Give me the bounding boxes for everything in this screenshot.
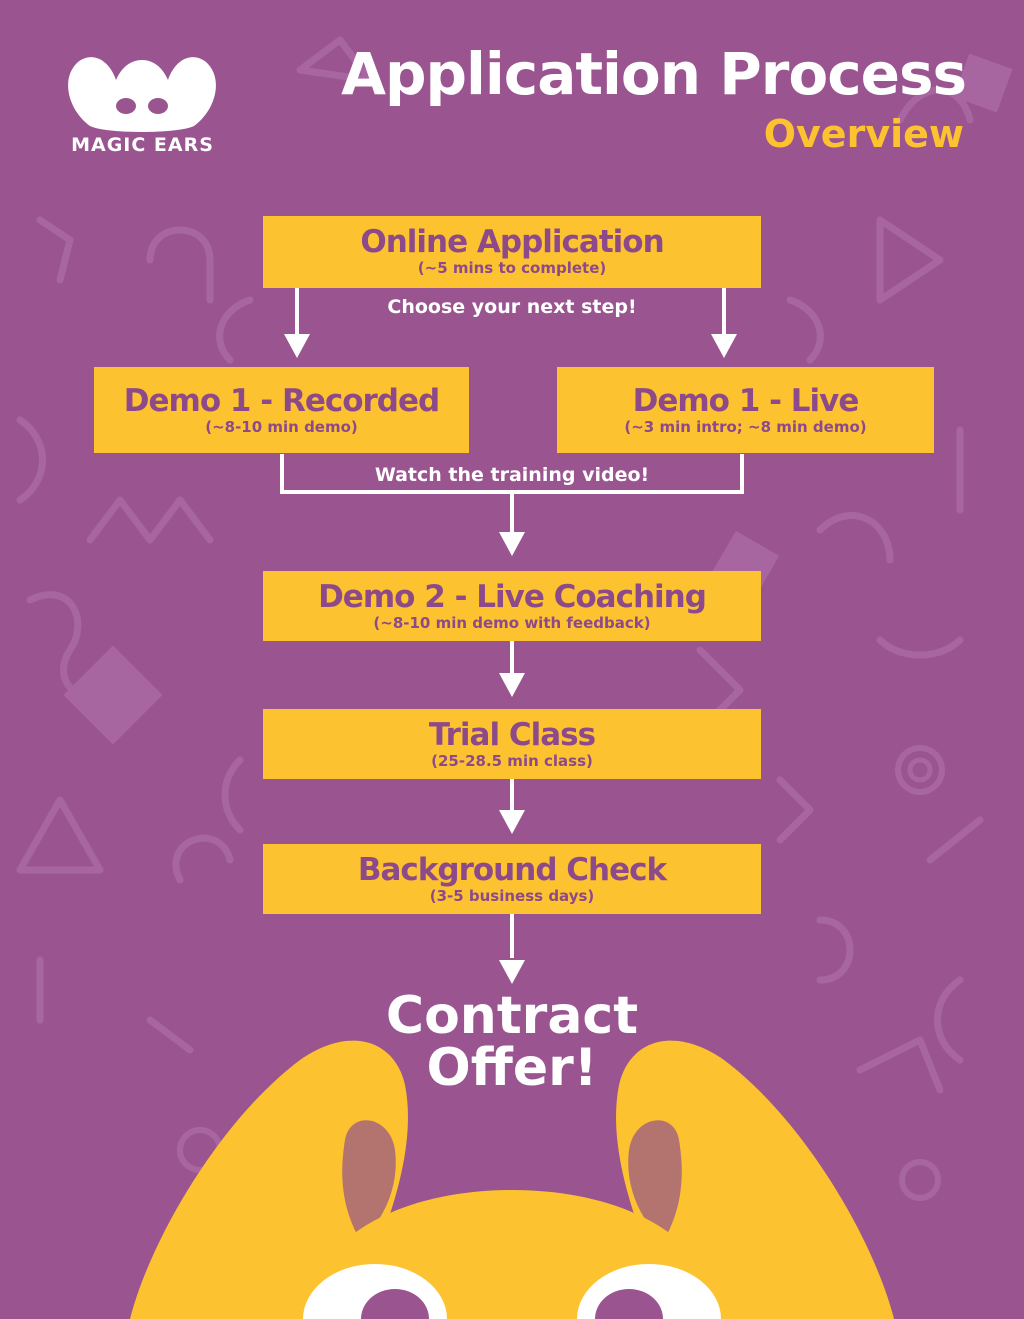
arrowhead-demo2 <box>499 532 525 556</box>
step-detail: (~3 min intro; ~8 min demo) <box>624 418 867 436</box>
magic-ears-logo: MAGIC EARS <box>50 48 235 163</box>
step-detail: (~5 mins to complete) <box>417 259 607 277</box>
step-detail: (3-5 business days) <box>429 887 595 905</box>
arrowhead-recorded <box>284 334 310 358</box>
left-ear-inner <box>342 1120 396 1240</box>
step-demo2-live-coaching: Demo 2 - Live Coaching (~8-10 min demo w… <box>263 571 761 641</box>
step-title: Demo 1 - Recorded <box>123 383 440 419</box>
step-detail: (~8-10 min demo) <box>205 418 358 436</box>
bunny-logo-icon <box>68 57 216 132</box>
right-ear-inner <box>628 1120 682 1240</box>
arrowhead-background <box>499 810 525 834</box>
page-title: Application Process <box>341 40 967 108</box>
step-title: Demo 2 - Live Coaching <box>318 579 707 615</box>
step-trial-class: Trial Class (25-28.5 min class) <box>263 709 761 779</box>
step-online-application: Online Application (~5 mins to complete) <box>263 216 761 288</box>
arrowhead-live <box>711 334 737 358</box>
step-title: Demo 1 - Live <box>632 383 860 419</box>
note-choose-next-step: Choose your next step! <box>387 296 637 318</box>
arrowhead-offer <box>499 960 525 984</box>
step-demo1-recorded: Demo 1 - Recorded (~8-10 min demo) <box>94 367 469 453</box>
final-line-1: Contract <box>385 986 639 1046</box>
final-line-2: Offer! <box>426 1038 598 1098</box>
step-detail: (~8-10 min demo with feedback) <box>373 614 651 632</box>
step-background-check: Background Check (3-5 business days) <box>263 844 761 914</box>
step-demo1-live: Demo 1 - Live (~3 min intro; ~8 min demo… <box>557 367 934 453</box>
left-pupil <box>361 1289 429 1319</box>
note-watch-training-video: Watch the training video! <box>374 464 650 486</box>
logo-wordmark: MAGIC EARS <box>71 134 214 156</box>
page-subtitle: Overview <box>763 112 964 156</box>
step-title: Online Application <box>360 224 664 260</box>
arrowhead-trial <box>499 673 525 697</box>
step-title: Trial Class <box>428 717 596 753</box>
final-contract-offer: Contract Offer! <box>312 990 712 1094</box>
step-title: Background Check <box>357 852 667 888</box>
right-pupil <box>595 1289 663 1319</box>
step-detail: (25-28.5 min class) <box>431 752 593 770</box>
